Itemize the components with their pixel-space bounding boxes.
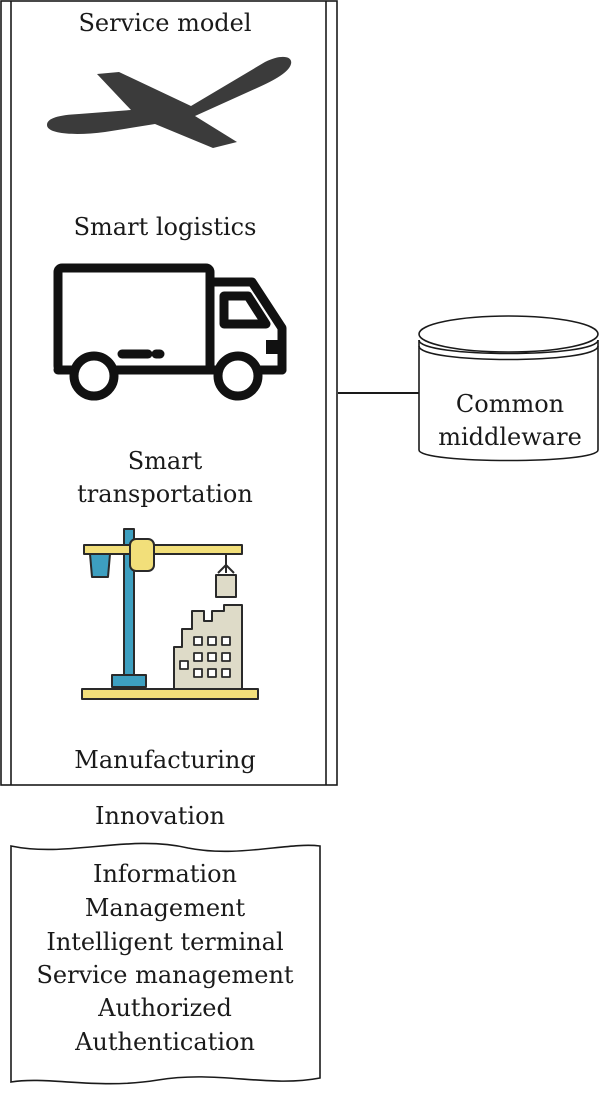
airplane-icon xyxy=(45,52,295,152)
document-line-authentication: Authentication xyxy=(75,1028,255,1056)
service-model-title: Service model xyxy=(78,9,252,37)
smart-transportation-label-line1: Smart xyxy=(127,447,203,475)
database-cylinder-icon xyxy=(416,312,600,472)
smart-transportation-label-line2: transportation xyxy=(77,480,253,508)
crane-building-icon xyxy=(78,525,263,705)
document-line-management: Management xyxy=(84,894,246,922)
service-model-panel xyxy=(0,0,340,788)
database-label-line1: Common xyxy=(455,390,565,418)
document-line-information: Information xyxy=(92,860,238,888)
smart-logistics-label: Smart logistics xyxy=(73,213,257,241)
panel-to-middleware-connector xyxy=(338,392,420,394)
innovation-title: Innovation xyxy=(95,802,225,830)
document-line-intelligent-terminal: Intelligent terminal xyxy=(46,928,284,956)
database-label-line2: middleware xyxy=(438,423,582,451)
panel-frame xyxy=(0,0,338,786)
innovation-document-shape xyxy=(8,840,324,1094)
manufacturing-label: Manufacturing xyxy=(74,746,256,774)
truck-icon xyxy=(52,262,288,402)
document-line-service-management: Service management xyxy=(36,961,294,989)
document-line-authorized: Authorized xyxy=(98,994,232,1022)
